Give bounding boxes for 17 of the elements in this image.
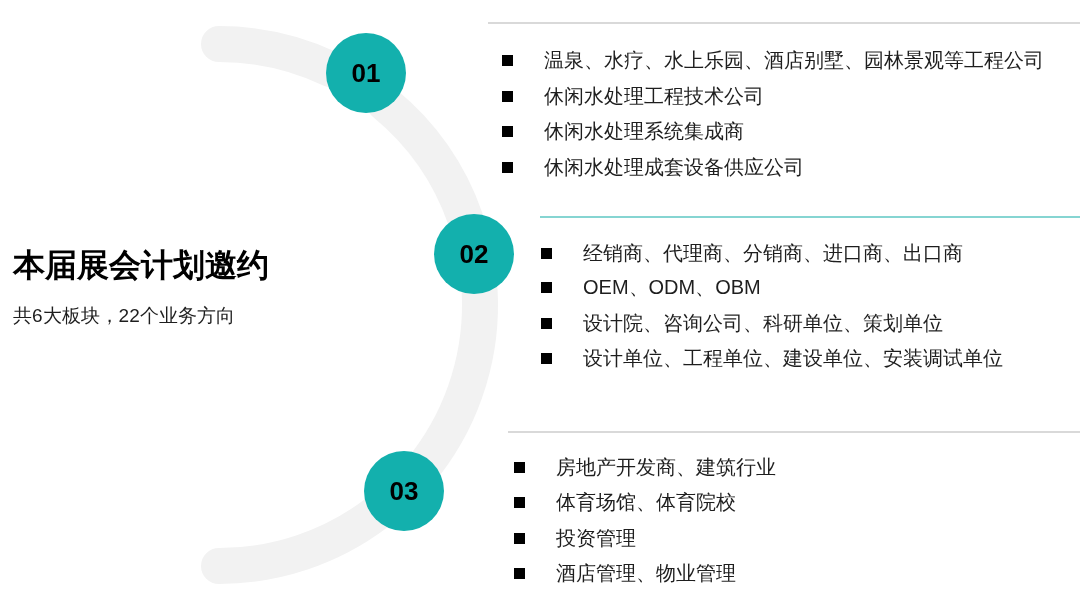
title: 本届展会计划邀约 (13, 246, 269, 285)
number-circle: 02 (434, 214, 514, 294)
list-item: 休闲水处理工程技术公司 (544, 84, 764, 109)
list-item: 体育场馆、体育院校 (556, 490, 736, 515)
list-item: 投资管理 (556, 526, 636, 551)
list-item: 房地产开发商、建筑行业 (556, 455, 776, 480)
list-item: 设计单位、工程单位、建设单位、安装调试单位 (583, 346, 1003, 371)
list-item: 温泉、水疗、水上乐园、酒店别墅、园林景观等工程公司 (544, 48, 1044, 73)
list-item: 设计院、咨询公司、科研单位、策划单位 (583, 311, 943, 336)
list-item: 休闲水处理系统集成商 (544, 119, 744, 144)
number-circle: 01 (326, 33, 406, 113)
list-item: OEM、ODM、OBM (583, 275, 761, 300)
list-item: 经销商、代理商、分销商、进口商、出口商 (583, 241, 963, 266)
list-item: 休闲水处理成套设备供应公司 (544, 155, 804, 180)
list-item: 酒店管理、物业管理 (556, 561, 736, 586)
number-circle: 03 (364, 451, 444, 531)
subtitle: 共6大板块，22个业务方向 (13, 303, 235, 328)
